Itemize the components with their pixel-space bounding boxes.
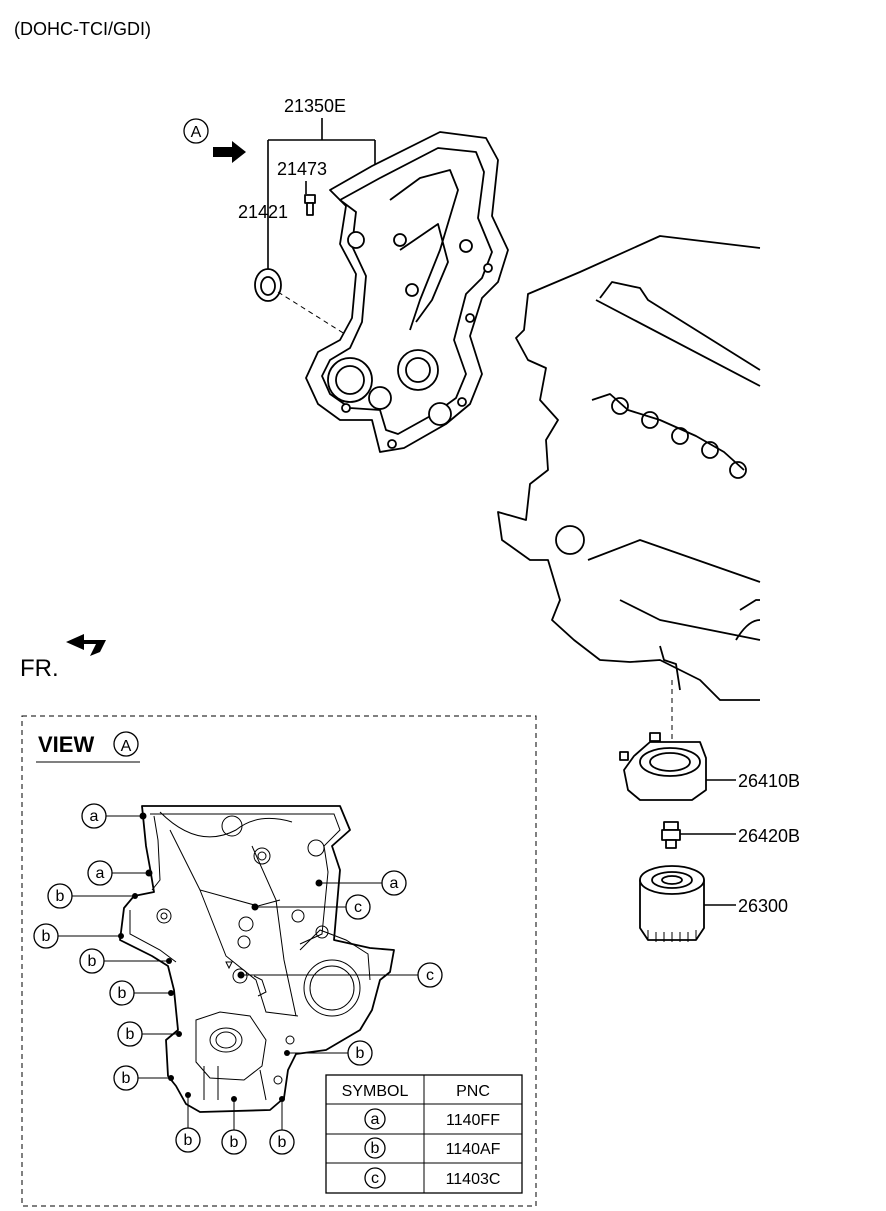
symbol-header: SYMBOL — [342, 1083, 409, 1100]
oil-cooler-26410B — [619, 732, 707, 801]
callout-a-3-label: a — [390, 875, 399, 892]
engine-block — [497, 235, 761, 701]
callout-b-8-label: b — [230, 1134, 239, 1151]
callout-b-10-label: b — [356, 1045, 365, 1062]
callout-a-3: a — [315, 870, 407, 896]
callout-b-9: b — [269, 1096, 295, 1155]
callout-a-2: a — [87, 860, 153, 886]
part-number-bolt: 21473 — [277, 159, 327, 179]
symbol-row-1: a — [371, 1111, 380, 1128]
part-number-seal: 21421 — [238, 202, 288, 222]
callout-c-2: c — [237, 962, 443, 988]
oil-seal-21421 — [254, 268, 282, 302]
callout-b-3-label: b — [88, 953, 97, 970]
view-a-letter: A — [191, 124, 202, 141]
part-number-filter: 26300 — [738, 896, 788, 916]
pnc-row-3: 11403C — [446, 1171, 501, 1188]
part-number-cooler: 26410B — [738, 771, 800, 791]
pnc-row-2: 1140AF — [446, 1141, 501, 1158]
timing-chain-cover — [305, 131, 509, 453]
pnc-row-1: 1140FF — [446, 1112, 500, 1129]
leader-cover — [267, 118, 376, 270]
view-a-title: VIEW A — [36, 731, 140, 763]
callout-b-8: b — [221, 1096, 247, 1155]
symbol-row-3: c — [371, 1170, 379, 1187]
symbol-row-2: b — [371, 1140, 380, 1157]
pnc-header: PNC — [456, 1083, 490, 1100]
callout-b-1: b — [47, 883, 138, 909]
callout-b-3: b — [79, 948, 172, 974]
callout-b-7-label: b — [184, 1132, 193, 1149]
callout-b-1-label: b — [56, 888, 65, 905]
callout-b-2: b — [33, 923, 124, 949]
front-arrow-shape — [66, 634, 106, 656]
callout-a-1-label: a — [90, 808, 99, 825]
callout-c-2-label: c — [426, 967, 434, 984]
part-number-cover: 21350E — [284, 96, 346, 116]
variant-label: (DOHC-TCI/GDI) — [14, 19, 151, 39]
view-a-arrow-shape — [213, 141, 246, 163]
front-label: FR. — [20, 655, 59, 682]
callout-b-6-label: b — [122, 1070, 131, 1087]
seal-dashed-centerline — [277, 291, 349, 337]
part-number-sensor: 26420B — [738, 826, 800, 846]
callout-b-5: b — [117, 1021, 182, 1047]
callout-a-1: a — [81, 803, 147, 829]
cover-front-view — [119, 805, 395, 1113]
view-title: VIEW — [38, 732, 94, 757]
callout-b-4-label: b — [118, 985, 127, 1002]
callout-b-10: b — [284, 1040, 373, 1066]
symbol-table: SYMBOL PNC a 1140FF b 1140AF c 11403C — [325, 1074, 523, 1194]
callout-b-9-label: b — [278, 1134, 287, 1151]
front-arrow: FR. — [20, 634, 106, 682]
callout-b-2-label: b — [42, 928, 51, 945]
callout-c-1-label: c — [354, 899, 362, 916]
view-a-box — [21, 715, 537, 1207]
callout-c-1: c — [251, 894, 371, 920]
callout-b-7: b — [175, 1092, 201, 1153]
oil-filter-26300 — [639, 865, 705, 942]
view-a-arrow: A — [183, 118, 246, 163]
bolt-21473 — [304, 194, 316, 216]
callout-b-5-label: b — [126, 1026, 135, 1043]
oil-sensor-26420B — [661, 821, 681, 849]
callout-b-4: b — [109, 980, 174, 1006]
callout-b-6: b — [113, 1065, 174, 1091]
callout-a-2-label: a — [96, 865, 105, 882]
view-title-letter: A — [121, 738, 132, 755]
